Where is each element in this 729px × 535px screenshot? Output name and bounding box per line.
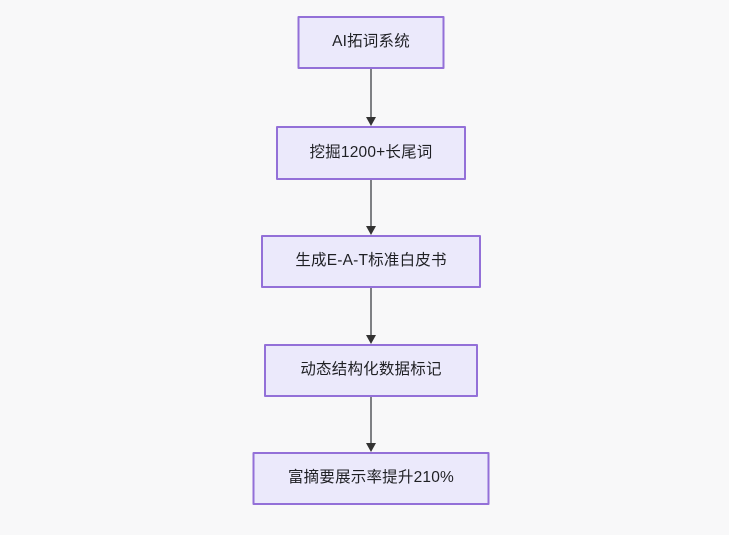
flow-connector [364, 180, 378, 235]
flow-node-4[interactable]: 动态结构化数据标记 [264, 344, 478, 397]
flow-connector [364, 288, 378, 344]
connector-line [370, 69, 372, 119]
arrowhead-down-icon [365, 443, 376, 452]
flow-node-1[interactable]: AI拓词系统 [297, 16, 445, 69]
flow-node-label: 挖掘1200+长尾词 [309, 143, 433, 161]
connector-line [370, 397, 372, 445]
arrowhead-down-icon [365, 335, 376, 344]
flow-node-5[interactable]: 富摘要展示率提升210% [252, 452, 490, 505]
flow-connector [364, 69, 378, 126]
flow-node-3[interactable]: 生成E-A-T标准白皮书 [261, 235, 481, 288]
flow-node-label: AI拓词系统 [332, 33, 410, 51]
connector-line [370, 288, 372, 337]
connector-line [370, 180, 372, 228]
arrowhead-down-icon [365, 226, 376, 235]
flow-connector [364, 397, 378, 452]
flow-node-label: 富摘要展示率提升210% [287, 469, 455, 487]
arrowhead-down-icon [365, 117, 376, 126]
flow-node-2[interactable]: 挖掘1200+长尾词 [276, 126, 466, 180]
flow-node-label: 动态结构化数据标记 [300, 361, 442, 379]
flow-node-label: 生成E-A-T标准白皮书 [295, 252, 447, 270]
